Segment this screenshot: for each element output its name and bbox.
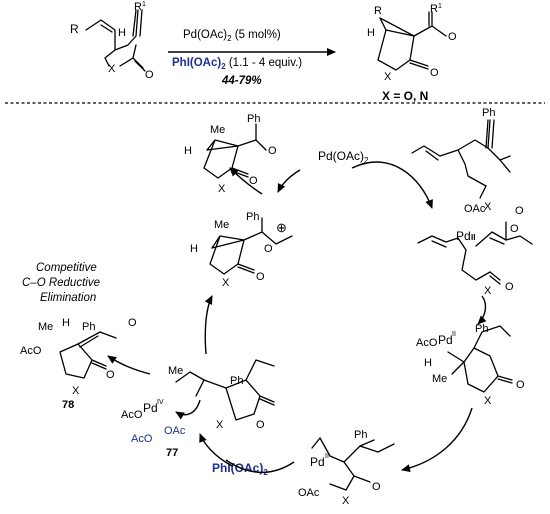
svg-text:Me: Me	[210, 124, 225, 136]
svg-text:Pd: Pd	[456, 229, 471, 243]
compound-77-label: 77	[166, 447, 178, 459]
arrow-reductive-elimination	[107, 355, 151, 375]
yield-range: 44-79%	[221, 75, 262, 87]
side-product-78: Me H Ph AcO X O O 78	[20, 317, 137, 411]
svg-text:Ph: Ph	[230, 375, 243, 387]
svg-text:Pd: Pd	[143, 401, 158, 415]
svg-text:OAc: OAc	[464, 203, 486, 215]
r1-label: R	[134, 1, 142, 13]
svg-text:H: H	[62, 317, 70, 329]
catalyst-label: Pd(OAc)2	[318, 149, 369, 165]
product-ketone-o: O	[448, 31, 457, 43]
svg-text:OAc: OAc	[164, 425, 186, 437]
svg-text:O: O	[515, 205, 524, 217]
r-label: R	[70, 22, 79, 36]
reagent-oxidant: PhI(OAc)2 (1.1 - 4 equiv.)	[172, 57, 302, 71]
svg-text:Pd: Pd	[310, 455, 325, 469]
svg-text:H: H	[190, 243, 198, 255]
svg-text:Ph: Ph	[482, 107, 495, 119]
svg-text:Pd: Pd	[438, 333, 453, 347]
svg-text:IV: IV	[157, 399, 164, 406]
product-h-label: H	[367, 27, 375, 39]
svg-text:X: X	[484, 285, 492, 297]
svg-text:⊕: ⊕	[276, 220, 287, 235]
svg-text:AcO: AcO	[20, 345, 42, 357]
svg-text:Ph: Ph	[82, 321, 95, 333]
cyclized-pd-intermediate: AcO Pd II Ph H Me X O	[416, 323, 525, 407]
x-label: X	[108, 63, 116, 75]
svg-text:Competitive: Competitive	[36, 262, 97, 274]
svg-text:X: X	[484, 395, 492, 407]
h-label: H	[118, 27, 126, 39]
svg-text:OAc: OAc	[298, 487, 320, 499]
reagent-catalyst: Pd(OAc)2 (5 mol%)	[183, 29, 281, 43]
cycle-substrate: Ph X O	[411, 107, 524, 217]
svg-text:O: O	[256, 271, 265, 283]
svg-text:H: H	[424, 357, 432, 369]
product-bicycle: R H R 1 O X O	[367, 3, 457, 83]
pd-ii-alkyl-intermediate: Pd II OAc Ph X O	[298, 429, 395, 507]
svg-text:Ph: Ph	[354, 429, 367, 441]
compound-78-label: 78	[62, 399, 74, 411]
svg-text:O: O	[256, 419, 265, 431]
svg-text:Ph: Ph	[475, 323, 488, 335]
product-r-label: R	[374, 5, 382, 17]
o-label: O	[145, 69, 154, 81]
starting-material: R R 1 H X O	[70, 1, 154, 81]
svg-text:O: O	[249, 175, 258, 187]
svg-text:AcO: AcO	[121, 409, 143, 421]
svg-text:X: X	[342, 495, 350, 507]
svg-text:Me: Me	[168, 365, 183, 377]
svg-text:Elimination: Elimination	[40, 292, 96, 304]
curved-electron-arrow	[175, 399, 201, 420]
arrow-product	[229, 167, 263, 195]
svg-text:AcO: AcO	[416, 337, 438, 349]
svg-text:O: O	[106, 369, 115, 381]
arrow-insertion	[477, 295, 487, 325]
product-lactone-o: O	[430, 67, 439, 79]
svg-text:II: II	[325, 453, 329, 460]
svg-text:O: O	[372, 481, 381, 493]
svg-text:O: O	[510, 223, 519, 235]
svg-text:1: 1	[438, 3, 442, 10]
arrow-coordination	[351, 161, 433, 209]
svg-text:O: O	[516, 379, 525, 391]
svg-text:X: X	[484, 201, 492, 213]
svg-text:II: II	[452, 331, 456, 338]
r1-superscript: 1	[142, 1, 146, 8]
arrow-release	[277, 169, 301, 193]
svg-text:X: X	[218, 183, 226, 195]
arrow-isomerization	[401, 407, 473, 473]
svg-text:X: X	[222, 277, 230, 289]
pd-ii-alkenyl-intermediate: Pd II OAc X O O	[417, 203, 533, 297]
arrow-cyclopropanation	[204, 295, 213, 355]
svg-text:Me: Me	[214, 219, 229, 231]
svg-text:Me: Me	[432, 373, 447, 385]
svg-text:O: O	[264, 243, 273, 255]
arrow-oxidation	[199, 433, 233, 467]
svg-text:H: H	[184, 145, 192, 157]
svg-text:C–O Reductive: C–O Reductive	[22, 277, 100, 289]
cycle-product: Me Ph H O X O	[184, 113, 277, 195]
oxocarbenium-intermediate: Me H Ph ⊕ O X O	[190, 211, 293, 289]
product-r1-label: R	[430, 3, 438, 15]
x-definition: X = O, N	[382, 89, 428, 103]
arrow-oxidation-curve	[225, 459, 295, 474]
svg-text:AcO: AcO	[131, 433, 153, 445]
svg-text:Ph: Ph	[246, 211, 259, 223]
svg-text:O: O	[505, 281, 514, 293]
svg-text:Me: Me	[38, 321, 53, 333]
svg-text:O: O	[128, 317, 137, 329]
svg-text:Ph: Ph	[247, 113, 260, 125]
svg-text:X: X	[72, 385, 80, 397]
pd-iv-intermediate-77: Me AcO Pd IV AcO OAc Ph X O 77	[121, 359, 275, 459]
oxidant-label: PhI(OAc)2	[212, 461, 268, 477]
svg-text:II: II	[471, 233, 475, 242]
product-x-label: X	[384, 71, 392, 83]
svg-text:X: X	[216, 419, 224, 431]
side-note: Competitive C–O Reductive Elimination	[22, 262, 100, 304]
svg-text:O: O	[268, 145, 277, 157]
